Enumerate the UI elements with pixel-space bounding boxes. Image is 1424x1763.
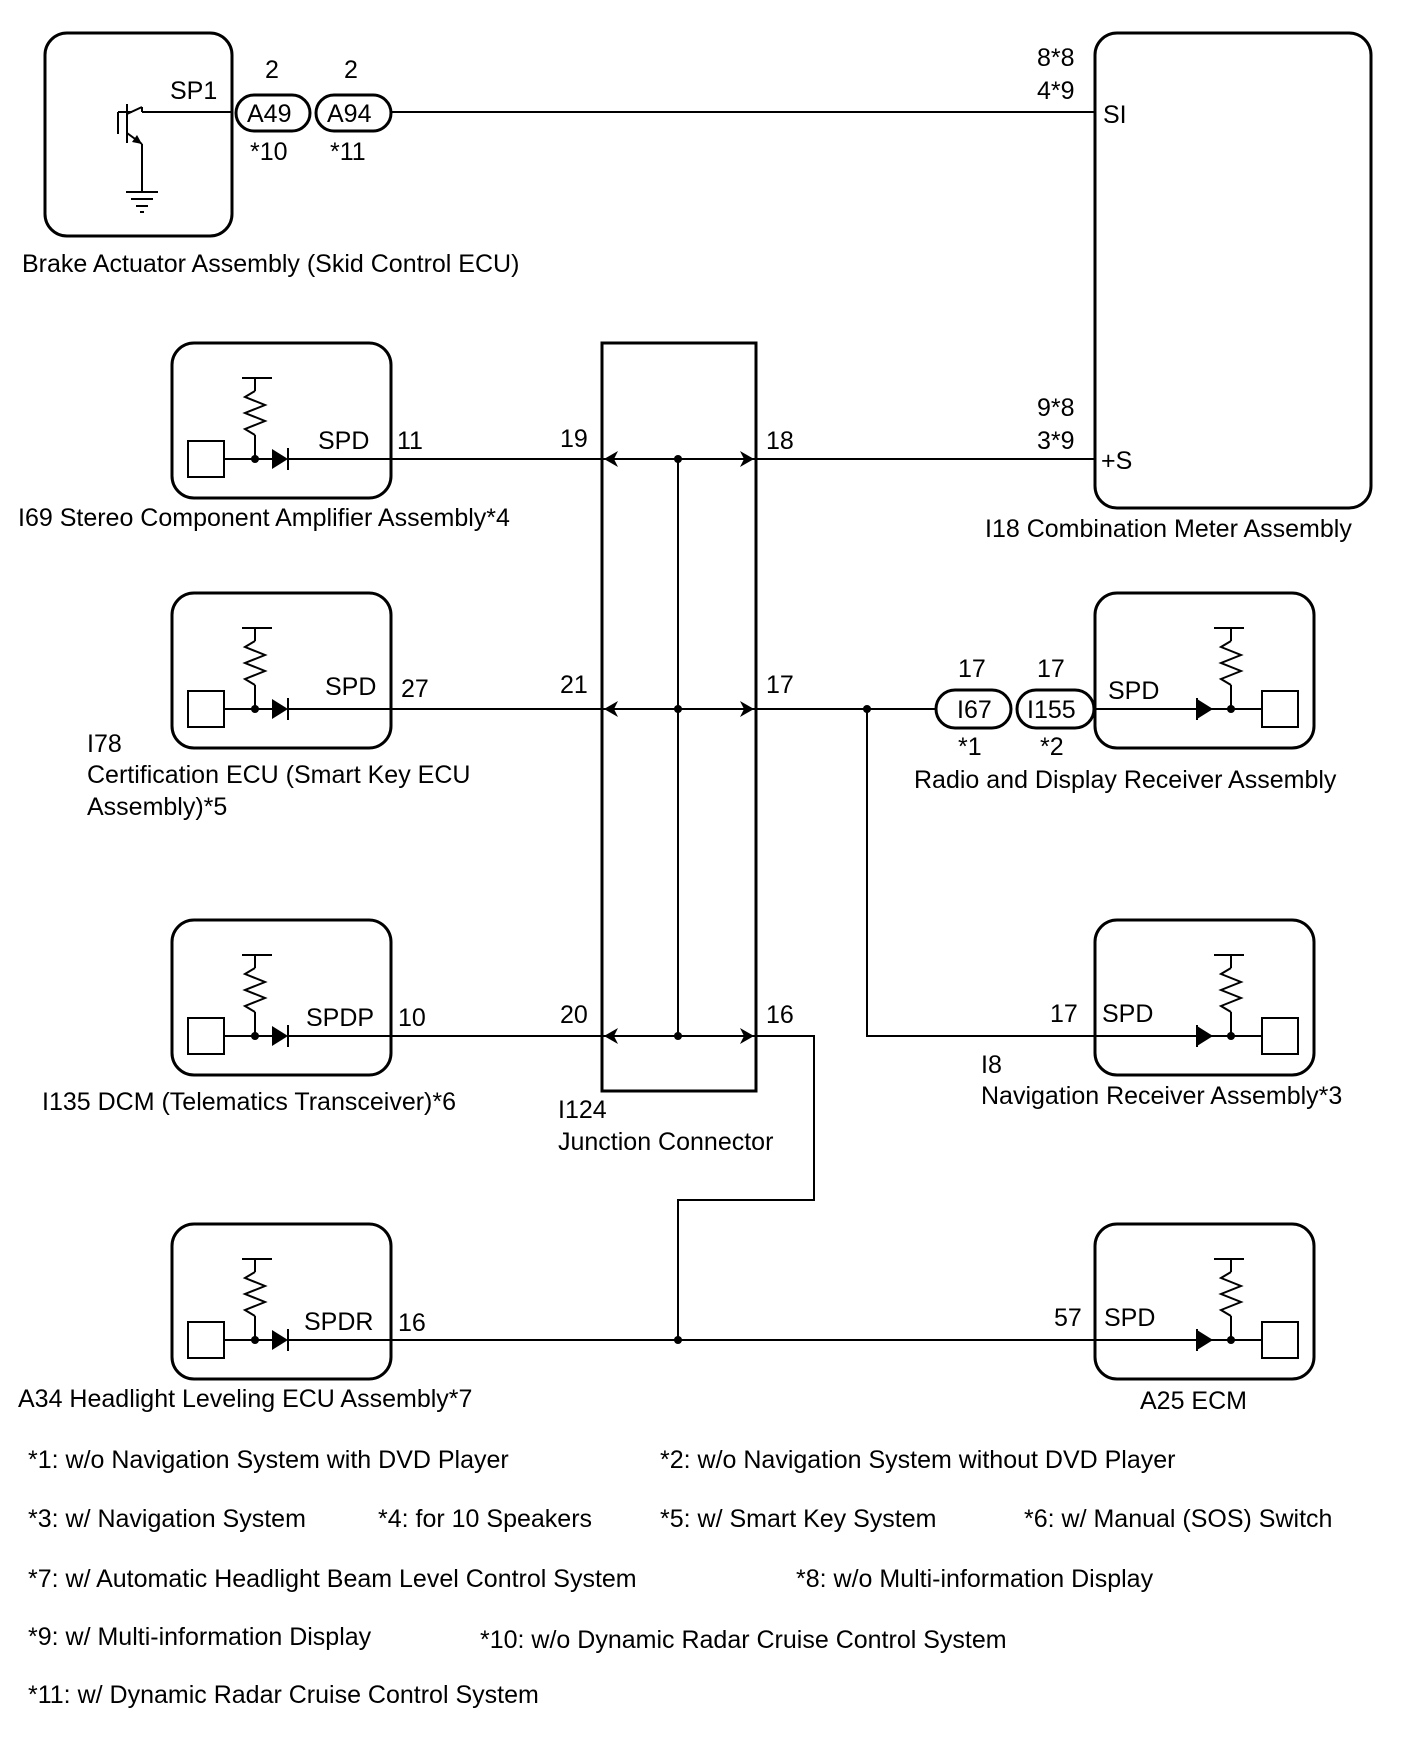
ground-icon (126, 191, 158, 213)
wire-16-to-spdr (677, 1035, 815, 1340)
dcm-pin: 10 (398, 1004, 426, 1032)
junction-pin-17: 17 (766, 671, 794, 699)
headlight-terminal: SPDR (304, 1308, 373, 1336)
note-8: *8: w/o Multi-information Display (796, 1565, 1154, 1593)
junction-pin-21: 21 (560, 671, 588, 699)
connector-a94-note: *11 (330, 138, 366, 166)
brake-actuator-assembly: SP1 Brake Actuator Assembly (Skid Contro… (22, 31, 519, 278)
note-3: *3: w/ Navigation System (28, 1505, 306, 1533)
pullup-diode-icon (187, 627, 289, 728)
connector-i67-name: I67 (957, 696, 992, 724)
connector-a94: A94 2 *11 (314, 56, 393, 166)
cert-label-id: I78 (87, 730, 122, 758)
brake-terminal-sp1: SP1 (170, 77, 217, 105)
stereo-amp-label: I69 Stereo Component Amplifier Assembly*… (18, 504, 510, 532)
pullup-diode-icon (1196, 627, 1299, 728)
pullup-diode-icon (187, 377, 289, 478)
dcm-terminal: SPDP (306, 1004, 374, 1032)
junction-pin-18: 18 (766, 427, 794, 455)
connector-a49-pin: 2 (265, 56, 279, 84)
radio-terminal: SPD (1108, 677, 1159, 705)
stereo-pin: 11 (397, 427, 423, 455)
headlight-ecu-label: A34 Headlight Leveling ECU Assembly*7 (18, 1385, 472, 1413)
pullup-diode-icon (187, 1258, 289, 1359)
ecm: 57 SPD A25 ECM (1054, 1222, 1316, 1415)
junction-pin-20: 20 (560, 1001, 588, 1029)
radio-display-receiver: SPD Radio and Display Receiver Assembly (914, 591, 1337, 794)
meter-terminal-si: SI (1103, 101, 1127, 129)
transistor-icon (117, 104, 232, 192)
connector-i155-note: *2 (1040, 733, 1064, 761)
connector-i67-note: *1 (958, 733, 982, 761)
junction-pin-16: 16 (766, 1001, 794, 1029)
dcm-label: I135 DCM (Telematics Transceiver)*6 (42, 1088, 456, 1116)
junction-connector: 19 18 21 17 20 16 I124 Junction Connecto… (558, 341, 794, 1156)
connector-a94-name: A94 (327, 100, 372, 128)
certification-ecu: SPD 27 I78 Certification ECU (Smart Key … (87, 591, 604, 821)
nav-label-id: I8 (981, 1051, 1002, 1079)
wire-17-to-nav (866, 709, 1095, 1037)
connector-a49: A49 2 *10 (234, 56, 312, 166)
navigation-receiver: 17 SPD I8 Navigation Receiver Assembly*3 (981, 918, 1342, 1110)
note-7: *7: w/ Automatic Headlight Beam Level Co… (28, 1565, 637, 1593)
cert-label-name: Certification ECU (Smart Key ECU (87, 761, 470, 789)
connector-a49-name: A49 (247, 100, 291, 128)
note-10: *10: w/o Dynamic Radar Cruise Control Sy… (480, 1626, 1007, 1654)
meter-pin-s-b: 3*9 (1037, 427, 1075, 455)
connector-i155-pin: 17 (1037, 655, 1065, 683)
radio-receiver-label: Radio and Display Receiver Assembly (914, 766, 1337, 794)
note-4: *4: for 10 Speakers (378, 1505, 592, 1533)
junction-terminal-icons (604, 451, 754, 1044)
connector-a94-pin: 2 (344, 56, 358, 84)
connector-i155: I155 17 *2 (1015, 655, 1096, 761)
ecm-label: A25 ECM (1140, 1387, 1247, 1415)
cert-pin: 27 (401, 675, 429, 703)
footnotes: *1: w/o Navigation System with DVD Playe… (28, 1446, 1332, 1709)
stereo-component-amplifier: SPD 11 I69 Stereo Component Amplifier As… (18, 341, 604, 532)
junction-label-name: Junction Connector (558, 1128, 773, 1156)
brake-actuator-label: Brake Actuator Assembly (Skid Control EC… (22, 250, 519, 278)
headlight-leveling-ecu: SPDR 16 A34 Headlight Leveling ECU Assem… (18, 1222, 1095, 1413)
combination-meter-assembly: 8*8 4*9 SI 9*8 3*9 +S I18 Combination Me… (985, 31, 1373, 543)
note-1: *1: w/o Navigation System with DVD Playe… (28, 1446, 509, 1474)
combination-meter-label: I18 Combination Meter Assembly (985, 515, 1352, 543)
pullup-diode-icon (1196, 1258, 1299, 1359)
connector-i155-name: I155 (1027, 696, 1076, 724)
nav-label-name: Navigation Receiver Assembly*3 (981, 1082, 1342, 1110)
note-5: *5: w/ Smart Key System (660, 1505, 936, 1533)
nav-terminal: SPD (1102, 1000, 1153, 1028)
ecm-pin: 57 (1054, 1304, 1082, 1332)
meter-pin-s-a: 9*8 (1037, 394, 1075, 422)
cert-label-name-2: Assembly)*5 (87, 793, 227, 821)
meter-pin-si-a: 8*8 (1037, 44, 1075, 72)
stereo-terminal: SPD (318, 427, 369, 455)
meter-terminal-s: +S (1101, 447, 1132, 475)
cert-terminal: SPD (325, 673, 376, 701)
nav-pin: 17 (1050, 1000, 1078, 1028)
note-11: *11: w/ Dynamic Radar Cruise Control Sys… (28, 1681, 539, 1709)
note-6: *6: w/ Manual (SOS) Switch (1024, 1505, 1332, 1533)
junction-label-id: I124 (558, 1096, 607, 1124)
headlight-pin: 16 (398, 1309, 426, 1337)
meter-pin-si-b: 4*9 (1037, 77, 1075, 105)
note-9: *9: w/ Multi-information Display (28, 1623, 372, 1651)
pullup-diode-icon (1196, 954, 1299, 1055)
dcm-telematics: SPDP 10 I135 DCM (Telematics Transceiver… (42, 918, 604, 1116)
connector-i67: I67 17 *1 (934, 655, 1013, 761)
pullup-diode-icon (187, 954, 289, 1055)
ecm-terminal: SPD (1104, 1304, 1155, 1332)
connector-i67-pin: 17 (958, 655, 986, 683)
junction-pin-19: 19 (560, 425, 588, 453)
connector-a49-note: *10 (250, 138, 288, 166)
note-2: *2: w/o Navigation System without DVD Pl… (660, 1446, 1176, 1474)
